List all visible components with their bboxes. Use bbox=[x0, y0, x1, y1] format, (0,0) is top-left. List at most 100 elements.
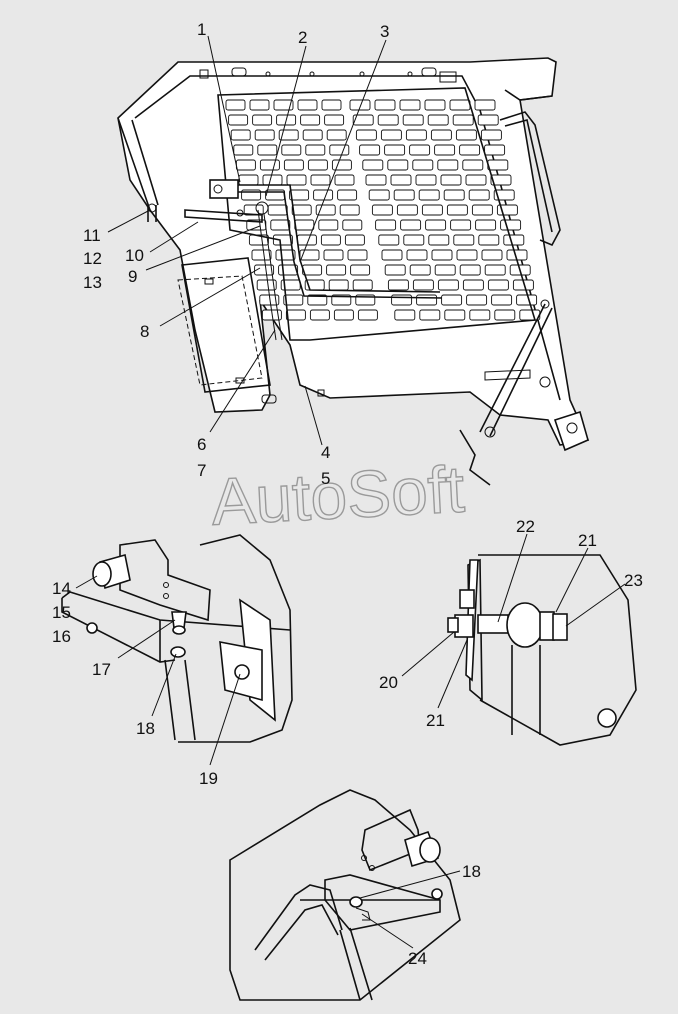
grille-cell bbox=[334, 174, 355, 186]
grille-cell bbox=[491, 294, 513, 306]
detail-strut-mount bbox=[447, 554, 637, 746]
grille-cell bbox=[437, 279, 459, 291]
grille-cell bbox=[352, 114, 374, 126]
grille-cell bbox=[337, 189, 358, 201]
callout-13: 13 bbox=[83, 273, 102, 292]
grille-cell bbox=[357, 309, 378, 321]
callout-18-left: 18 bbox=[136, 719, 155, 738]
grille-cell bbox=[286, 174, 307, 186]
grille-cell bbox=[441, 294, 463, 306]
grille-cell bbox=[391, 294, 413, 306]
callout-24: 24 bbox=[408, 949, 427, 968]
callout-22: 22 bbox=[516, 517, 535, 536]
grille-cell bbox=[403, 234, 425, 246]
leader-lines bbox=[75, 35, 626, 949]
callout-labels: 1 2 3 4 5 6 7 8 9 10 11 12 13 14 15 16 1… bbox=[52, 20, 643, 968]
watermark-text: AutoSoft bbox=[209, 452, 466, 539]
grille-cell bbox=[484, 264, 506, 276]
grille-cell bbox=[387, 159, 409, 171]
grille-cell bbox=[459, 144, 481, 156]
grille-cell bbox=[326, 129, 347, 141]
grille-cell bbox=[468, 189, 490, 201]
grille-cell bbox=[283, 294, 304, 306]
grille-cell bbox=[443, 189, 465, 201]
grille-cell bbox=[267, 204, 288, 216]
grille-cell bbox=[378, 234, 400, 246]
callout-15: 15 bbox=[52, 603, 71, 622]
callout-2: 2 bbox=[298, 28, 307, 47]
grille-cell bbox=[471, 204, 493, 216]
grille-cell bbox=[396, 204, 418, 216]
grille-cell bbox=[344, 234, 365, 246]
grille-cell bbox=[440, 174, 462, 186]
grille-cell bbox=[297, 99, 318, 111]
grille-cell bbox=[381, 249, 403, 261]
grille-cell bbox=[252, 114, 273, 126]
grille-cell bbox=[412, 159, 434, 171]
grille-cell bbox=[257, 144, 278, 156]
detail-bracket-right bbox=[229, 789, 461, 1001]
grille-cell bbox=[349, 99, 371, 111]
grille-cell bbox=[421, 204, 443, 216]
callout-7: 7 bbox=[197, 461, 206, 480]
grille-cell bbox=[402, 114, 424, 126]
grille-cell bbox=[333, 309, 354, 321]
grille-cell bbox=[262, 174, 283, 186]
grille-cell bbox=[462, 279, 484, 291]
grille-cell bbox=[480, 129, 502, 141]
grille-cell bbox=[453, 234, 475, 246]
grille-cell bbox=[516, 294, 538, 306]
grille-cell bbox=[419, 309, 441, 321]
grille-cell bbox=[450, 219, 472, 231]
detail-bracket-left bbox=[61, 534, 293, 743]
grille-cell bbox=[444, 309, 466, 321]
callout-20: 20 bbox=[379, 673, 398, 692]
grille-cell bbox=[350, 264, 371, 276]
grille-cell bbox=[225, 99, 246, 111]
callout-10: 10 bbox=[125, 246, 144, 265]
callout-17: 17 bbox=[92, 660, 111, 679]
grille-cell bbox=[481, 249, 503, 261]
callout-11: 11 bbox=[83, 226, 101, 245]
grille-cell bbox=[273, 99, 294, 111]
grille-cell bbox=[283, 159, 304, 171]
grille-cell bbox=[321, 99, 342, 111]
callout-3: 3 bbox=[380, 22, 389, 41]
grille-cell bbox=[331, 159, 352, 171]
grille-cell bbox=[256, 279, 277, 291]
grille-cell bbox=[415, 174, 437, 186]
grille-cell bbox=[300, 114, 321, 126]
grille-cell bbox=[465, 174, 487, 186]
door-assembly bbox=[117, 57, 590, 486]
grille-cell bbox=[342, 219, 363, 231]
grille-cell bbox=[409, 144, 431, 156]
grille-cell bbox=[446, 204, 468, 216]
grille-cell bbox=[430, 129, 452, 141]
callout-23: 23 bbox=[624, 571, 643, 590]
grille-cell bbox=[493, 189, 515, 201]
grille-cell bbox=[487, 159, 509, 171]
grille-cell bbox=[368, 189, 390, 201]
callout-18-right: 18 bbox=[462, 862, 481, 881]
grille-cell bbox=[503, 234, 525, 246]
grille-cell bbox=[374, 99, 396, 111]
grille-cell bbox=[291, 204, 312, 216]
grille-cell bbox=[326, 264, 347, 276]
grille-cell bbox=[412, 279, 434, 291]
grille-cell bbox=[235, 159, 256, 171]
grille-cell bbox=[309, 309, 330, 321]
grille-cell bbox=[455, 129, 477, 141]
grille-cell bbox=[399, 99, 421, 111]
grille-cell bbox=[347, 249, 368, 261]
grille-cell bbox=[238, 174, 259, 186]
grille-cell bbox=[494, 309, 516, 321]
grille-cell bbox=[380, 129, 402, 141]
grille-cell bbox=[406, 249, 428, 261]
grille-cell bbox=[487, 279, 509, 291]
grille-cell bbox=[409, 264, 431, 276]
grille-cell bbox=[323, 249, 344, 261]
grille-cell bbox=[230, 129, 251, 141]
grille-cell bbox=[405, 129, 427, 141]
callout-21-lower: 21 bbox=[426, 711, 445, 730]
callout-21-upper: 21 bbox=[578, 531, 597, 550]
